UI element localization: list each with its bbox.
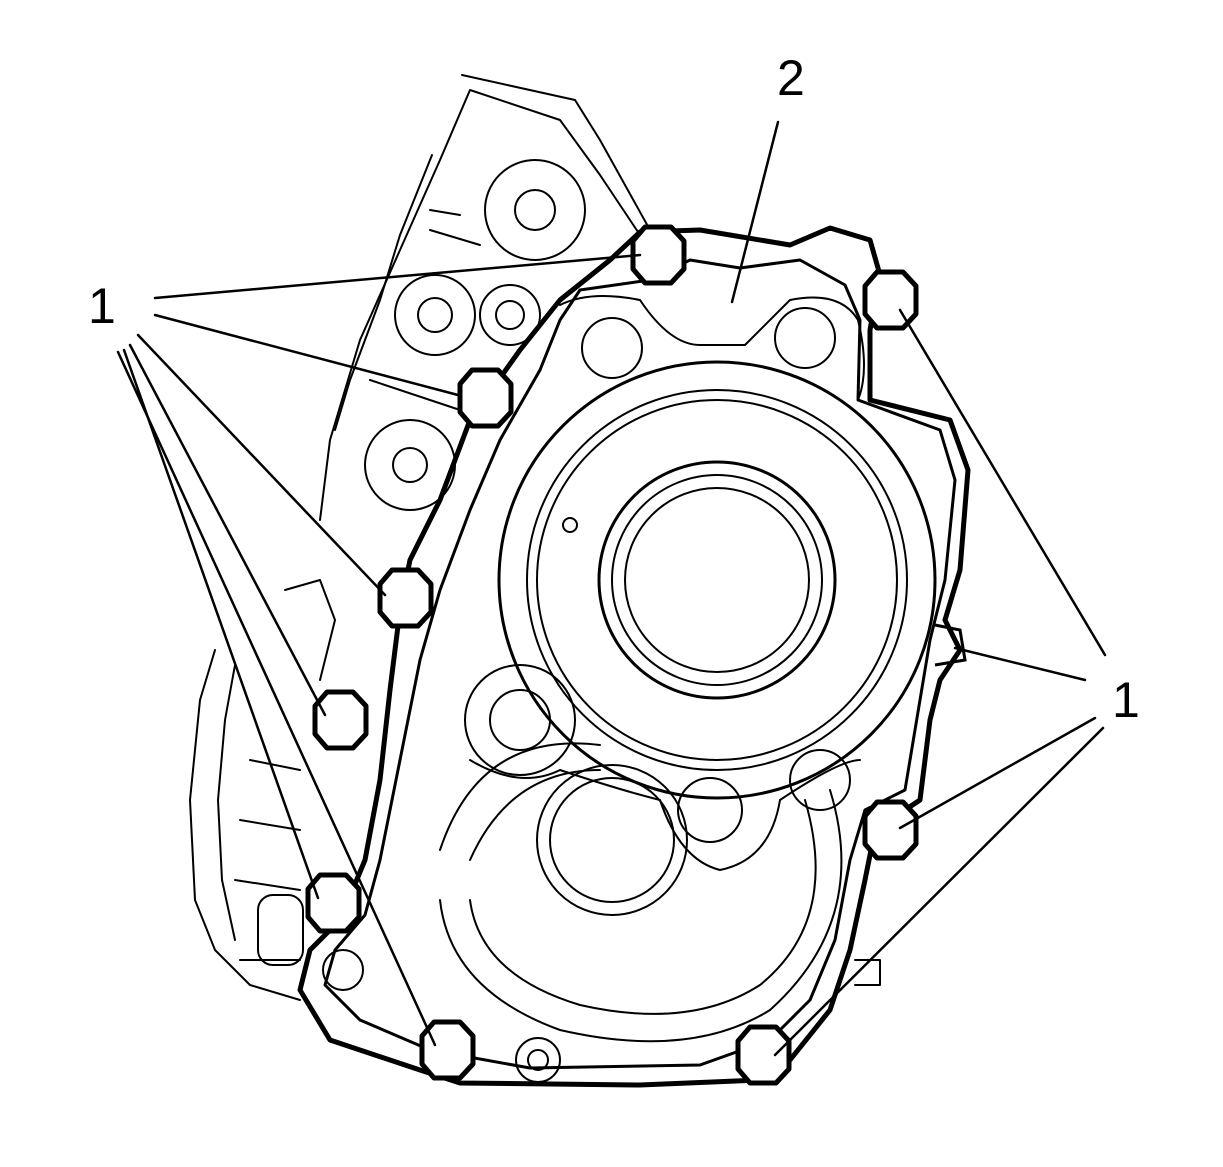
leader-left-3	[136, 333, 387, 597]
leader-left-2	[153, 313, 460, 397]
bolt-8	[305, 872, 362, 934]
leader-cover	[730, 120, 780, 304]
leader-right-4	[773, 726, 1105, 1057]
cover-bolts	[305, 224, 967, 1086]
end-cover	[297, 225, 971, 1088]
callout-cover: 2	[777, 50, 805, 106]
leader-left-5	[122, 348, 320, 900]
bolt-10	[735, 1024, 792, 1086]
bolt-9	[419, 1019, 476, 1081]
transmission-housing	[189, 74, 881, 1001]
bolt-6	[312, 689, 369, 751]
callout-bolts-left: 1	[88, 278, 116, 334]
callout-labels: 1 1 2	[88, 50, 1140, 728]
leader-left-4	[128, 343, 327, 717]
bolt-2	[862, 269, 919, 331]
bolt-7	[862, 799, 919, 861]
leader-left-6	[116, 350, 437, 1047]
bolt-1	[630, 224, 687, 286]
callout-bolts-right: 1	[1112, 672, 1140, 728]
leader-lines	[116, 120, 1107, 1057]
leader-right-1	[898, 308, 1107, 657]
bolt-5	[934, 623, 967, 667]
leader-left-1	[153, 253, 642, 300]
bolt-4	[377, 567, 434, 629]
leader-right-3	[898, 716, 1097, 830]
bolt-3	[457, 367, 514, 429]
leader-right-2	[953, 646, 1087, 682]
